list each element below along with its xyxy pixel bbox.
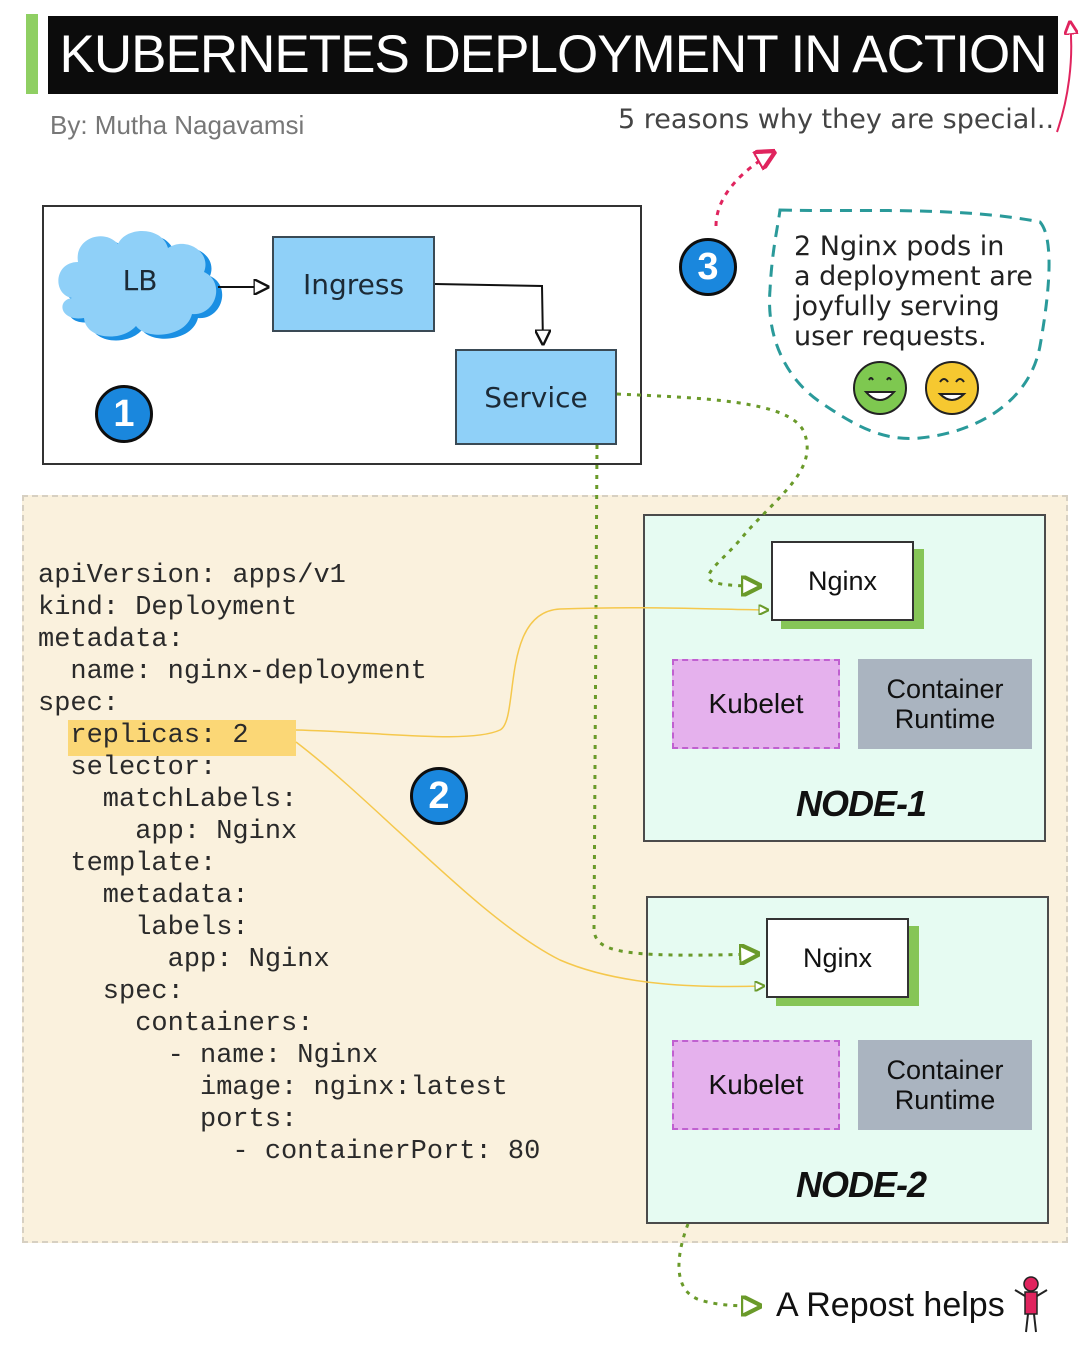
page-title: KUBERNETES DEPLOYMENT IN ACTION <box>48 16 1058 94</box>
note-text: 2 Nginx pods in a deployment are joyfull… <box>794 232 1044 352</box>
badge-3-arrow <box>714 152 774 227</box>
subtitle-reasons: 5 reasons why they are special.. <box>618 104 1055 135</box>
deployment-yaml: apiVersion: apps/v1 kind: Deployment met… <box>38 561 541 1167</box>
container-runtime-2: Container Runtime <box>858 1040 1032 1130</box>
ingress-box: Ingress <box>272 236 435 332</box>
runtime-label-line2: Runtime <box>894 1085 996 1115</box>
kubelet-label: Kubelet <box>708 688 804 719</box>
service-box: Service <box>455 349 617 445</box>
note-line: 2 Nginx pods in <box>794 231 1005 262</box>
note-line: a deployment are <box>794 261 1033 292</box>
runtime-label-line1: Container <box>886 1055 1004 1085</box>
node-1-label: NODE-1 <box>796 783 927 824</box>
nginx-pod-1: Nginx <box>771 541 914 621</box>
pod-label: Nginx <box>802 942 873 973</box>
lb-label: LB <box>122 264 158 297</box>
step-badge-2: 2 <box>410 767 468 825</box>
smiley-green-icon <box>853 361 907 415</box>
container-runtime-1: Container Runtime <box>858 659 1032 749</box>
kubelet-2: Kubelet <box>672 1040 840 1130</box>
repost-callout: A Repost helps <box>776 1286 1005 1324</box>
kubelet-label: Kubelet <box>708 1069 804 1100</box>
node-2-label: NODE-2 <box>796 1164 927 1205</box>
smiley-yellow-icon <box>925 361 979 415</box>
kubelet-1: Kubelet <box>672 659 840 749</box>
runtime-label-line2: Runtime <box>894 704 996 734</box>
step-badge-3: 3 <box>679 238 737 296</box>
runtime-label-line1: Container <box>886 674 1004 704</box>
replicas-highlight <box>68 720 296 756</box>
nginx-pod-2: Nginx <box>766 918 909 998</box>
note-line: user requests. <box>794 321 987 352</box>
note-line: joyfully serving <box>794 291 1000 322</box>
top-right-arrow <box>1056 22 1071 133</box>
title-accent-bar <box>26 14 38 94</box>
service-label: Service <box>484 380 588 414</box>
pod-label: Nginx <box>807 565 878 596</box>
step-badge-1: 1 <box>95 385 153 443</box>
author-byline: By: Mutha Nagavamsi <box>50 110 305 140</box>
stick-figure-icon <box>1014 1276 1048 1333</box>
ingress-label: Ingress <box>302 267 405 301</box>
